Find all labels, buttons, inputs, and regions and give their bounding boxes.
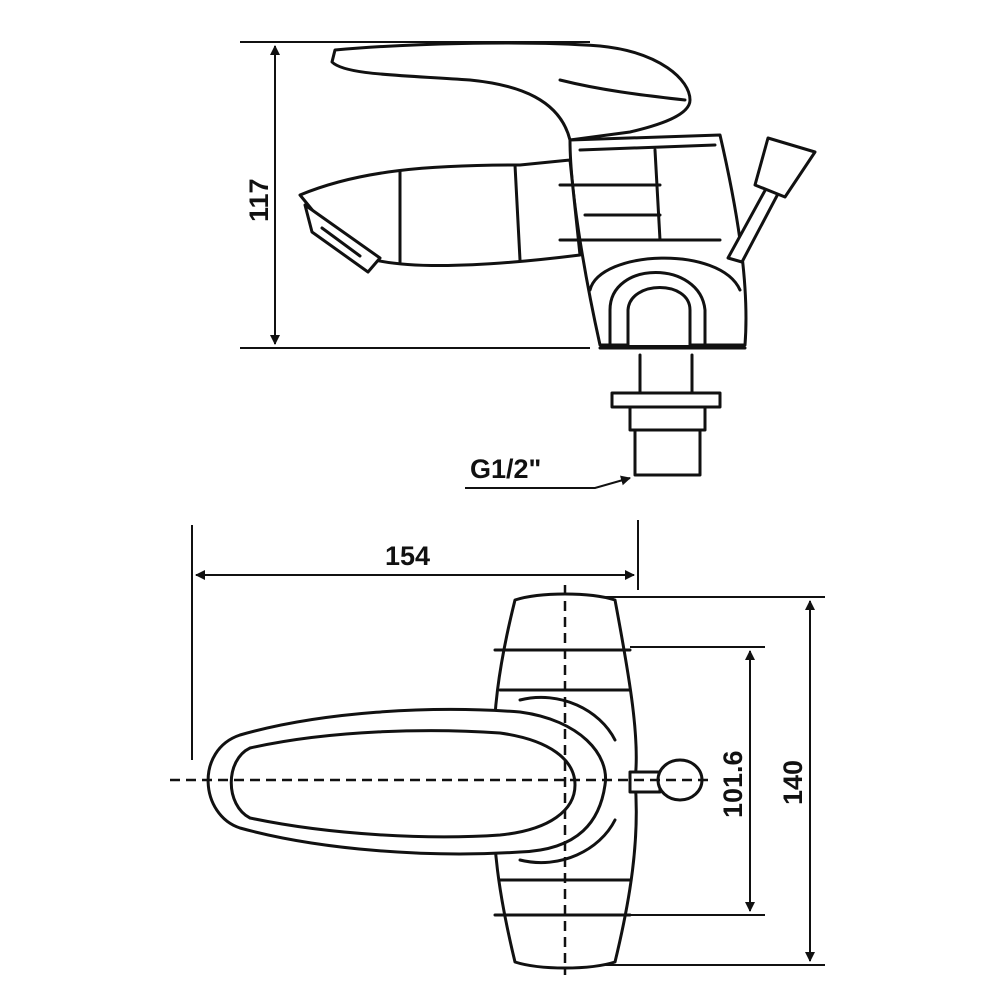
width-dimension-line	[191, 520, 639, 760]
side-view: 117	[240, 41, 817, 489]
depth-dimension-lines	[600, 596, 825, 966]
faucet-side-outline	[298, 41, 817, 477]
width-dimension-label: 154	[385, 541, 430, 571]
thread-leader	[465, 475, 631, 489]
outer-depth-dimension-label: 140	[778, 760, 808, 805]
top-view: 154 101.6 140	[170, 520, 825, 975]
height-dimension-label: 117	[244, 178, 274, 222]
faucet-top-outline	[206, 592, 704, 970]
thread-label: G1/2"	[470, 454, 541, 484]
inner-depth-dimension-label: 101.6	[718, 750, 748, 818]
centerlines	[170, 585, 710, 975]
